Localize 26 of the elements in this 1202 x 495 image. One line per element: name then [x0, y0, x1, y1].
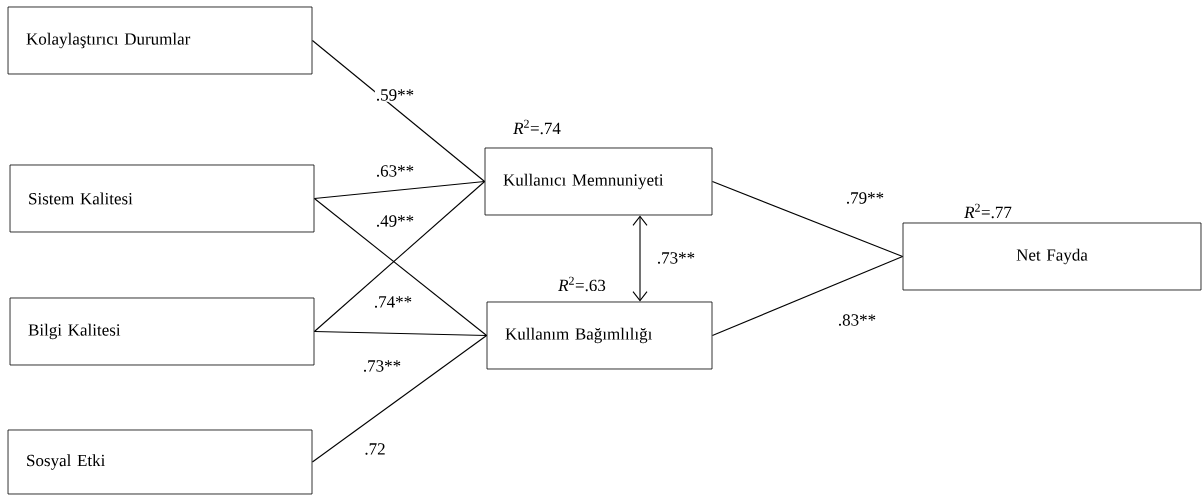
edge-label: .49** — [374, 214, 416, 228]
edge-label: .83** — [836, 313, 878, 327]
connector-line — [711, 180, 904, 258]
construct-box: Sosyal Etki — [7, 429, 313, 495]
construct-box: Net Fayda — [902, 222, 1202, 291]
edge-label: .73** — [655, 251, 697, 265]
edge-label: .74** — [372, 295, 414, 309]
construct-box: Bilgi Kalitesi — [9, 297, 315, 366]
construct-box: Kullanıcı Memnuniyeti — [484, 147, 713, 216]
construct-box: Sistem Kalitesi — [9, 164, 315, 233]
connector-line — [313, 180, 486, 200]
edge-label: .63** — [374, 164, 416, 178]
edge-label: .59** — [374, 88, 416, 102]
construct-box: Kullanım Bağımlılığı — [486, 301, 713, 370]
edge-label: .79** — [844, 191, 886, 205]
connector-line — [311, 39, 486, 183]
r-squared-label: R$^{2}$=.63 — [558, 276, 606, 292]
edge-label: .72 — [363, 442, 387, 456]
edge-label: .73** — [361, 359, 403, 373]
arrow — [632, 215, 648, 302]
r-squared-label: R$^{2}$=.77 — [964, 203, 1012, 219]
connector-line — [313, 330, 488, 337]
construct-box: Kolaylaştırıcı Durumlar — [7, 6, 313, 75]
r-squared-label: R$^{2}$=.74 — [513, 119, 561, 135]
connector-line — [711, 255, 904, 337]
connector-line — [311, 334, 488, 463]
